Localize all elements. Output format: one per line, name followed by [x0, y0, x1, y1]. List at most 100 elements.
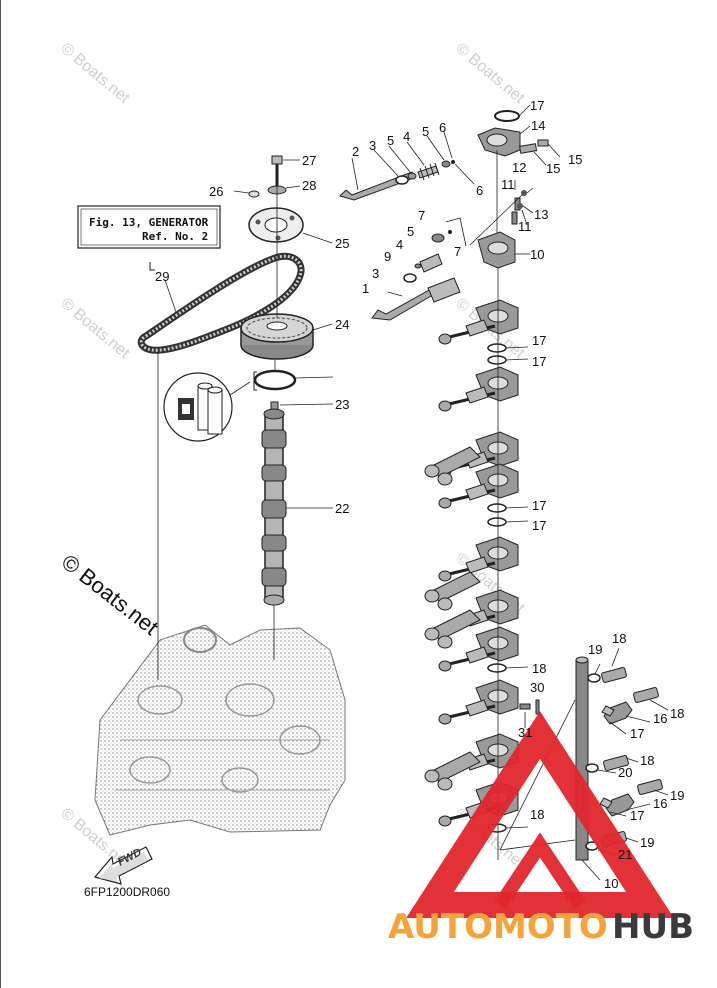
callout: 5: [422, 124, 429, 139]
engine-block: [94, 624, 346, 836]
callout: 17: [532, 498, 546, 513]
callout: 21: [618, 847, 632, 862]
valve-head: [438, 497, 452, 509]
valve-assembly-top: [339, 131, 475, 201]
valve-head: [438, 815, 452, 827]
washer: [487, 343, 507, 353]
callout: 6: [439, 120, 446, 135]
rocker-arm-top: [469, 104, 561, 269]
valve-spring: [465, 451, 489, 469]
callout: 18: [530, 807, 544, 822]
washer: [487, 663, 507, 673]
valve-head: [437, 635, 453, 649]
logo-text-hub: HUB: [612, 907, 694, 947]
valve-head: [424, 627, 440, 641]
valve-head: [438, 400, 452, 412]
washer: [487, 503, 507, 513]
callout: 23: [335, 397, 349, 412]
callout: 16: [653, 711, 667, 726]
callout: 18: [532, 661, 546, 676]
callout: 15: [546, 161, 560, 176]
pulley-assembly: [157, 155, 334, 680]
callout: 17: [532, 333, 546, 348]
callout: 7: [454, 244, 461, 259]
leader-line: [505, 826, 529, 829]
valve-spring: [465, 386, 489, 404]
callout: 7: [418, 208, 425, 223]
callout: 29: [155, 269, 169, 284]
logo-text-automoto: AUTOMOTO: [388, 907, 608, 947]
callout: 17: [532, 354, 546, 369]
callout: 3: [372, 266, 379, 281]
callout: 4: [396, 237, 403, 252]
valve-head: [437, 472, 453, 486]
callout: 3: [369, 138, 376, 153]
callout: 6: [476, 183, 483, 198]
diagram-code: 6FP1200DR060: [84, 885, 170, 899]
reference-title: Fig. 13, GENERATOR: [89, 216, 209, 229]
valve-head: [437, 777, 453, 791]
detail-circle: [163, 372, 251, 442]
callout: 19: [640, 835, 654, 850]
leader-line: [505, 666, 529, 669]
callout: 13: [534, 207, 548, 222]
timing-belt: [137, 252, 305, 354]
shaft-hardware: [519, 647, 669, 856]
callout: 4: [403, 129, 410, 144]
callout: 30: [530, 680, 544, 695]
callout: 14: [531, 118, 545, 133]
leader-line: [505, 358, 529, 361]
callout: 18: [612, 631, 626, 646]
callout: 17: [532, 518, 546, 533]
callout-labels: 2 3 3 5 4 4 5 5 6 6 7 7 9 1 10 10 11 11 …: [155, 98, 684, 891]
valve-head: [437, 597, 453, 611]
valve-spring: [465, 699, 489, 717]
callout: 17: [530, 98, 544, 113]
callout: 15: [568, 152, 582, 167]
washer: [487, 517, 507, 527]
valve-assembly-second: [371, 217, 467, 321]
callout: 20: [618, 765, 632, 780]
callout: 2: [352, 144, 359, 159]
valve-head: [424, 464, 440, 478]
valve-spring: [465, 556, 489, 574]
callout: 1: [362, 281, 369, 296]
valve-head: [438, 713, 452, 725]
callout: 19: [670, 788, 684, 803]
valve-spring: [465, 646, 489, 664]
callout: 17: [630, 808, 644, 823]
callout: 5: [407, 224, 414, 239]
callout: 10: [604, 876, 618, 891]
callout: 22: [335, 501, 349, 516]
callout: 26: [209, 184, 223, 199]
callout: 16: [653, 796, 667, 811]
valve-head: [438, 333, 452, 345]
callout: 18: [640, 753, 654, 768]
callout: 9: [384, 249, 391, 264]
valve-head: [438, 660, 452, 672]
callout: 10: [530, 247, 544, 262]
washer: [487, 355, 507, 365]
leader-line: [505, 506, 529, 509]
callout: 11: [501, 177, 515, 192]
callout: 28: [302, 178, 316, 193]
valve-spring: [465, 319, 489, 337]
callout: 27: [302, 153, 316, 168]
valve-spring: [465, 483, 489, 501]
camshaft: [261, 408, 287, 606]
callout: 11: [518, 219, 532, 234]
callout: 25: [335, 236, 349, 251]
reference-number: Ref. No. 2: [142, 230, 208, 243]
callout: 5: [387, 133, 394, 148]
valve-head: [438, 570, 452, 582]
leader-line: [505, 346, 529, 349]
automotohub-logo: AUTOMOTO HUB: [388, 711, 694, 947]
callout: 19: [588, 642, 602, 657]
valve-head: [424, 589, 440, 603]
leader-line: [505, 520, 529, 523]
callout: 17: [630, 726, 644, 741]
valve-head: [424, 769, 440, 783]
callout: 31: [518, 725, 532, 740]
callout: 12: [512, 160, 526, 175]
